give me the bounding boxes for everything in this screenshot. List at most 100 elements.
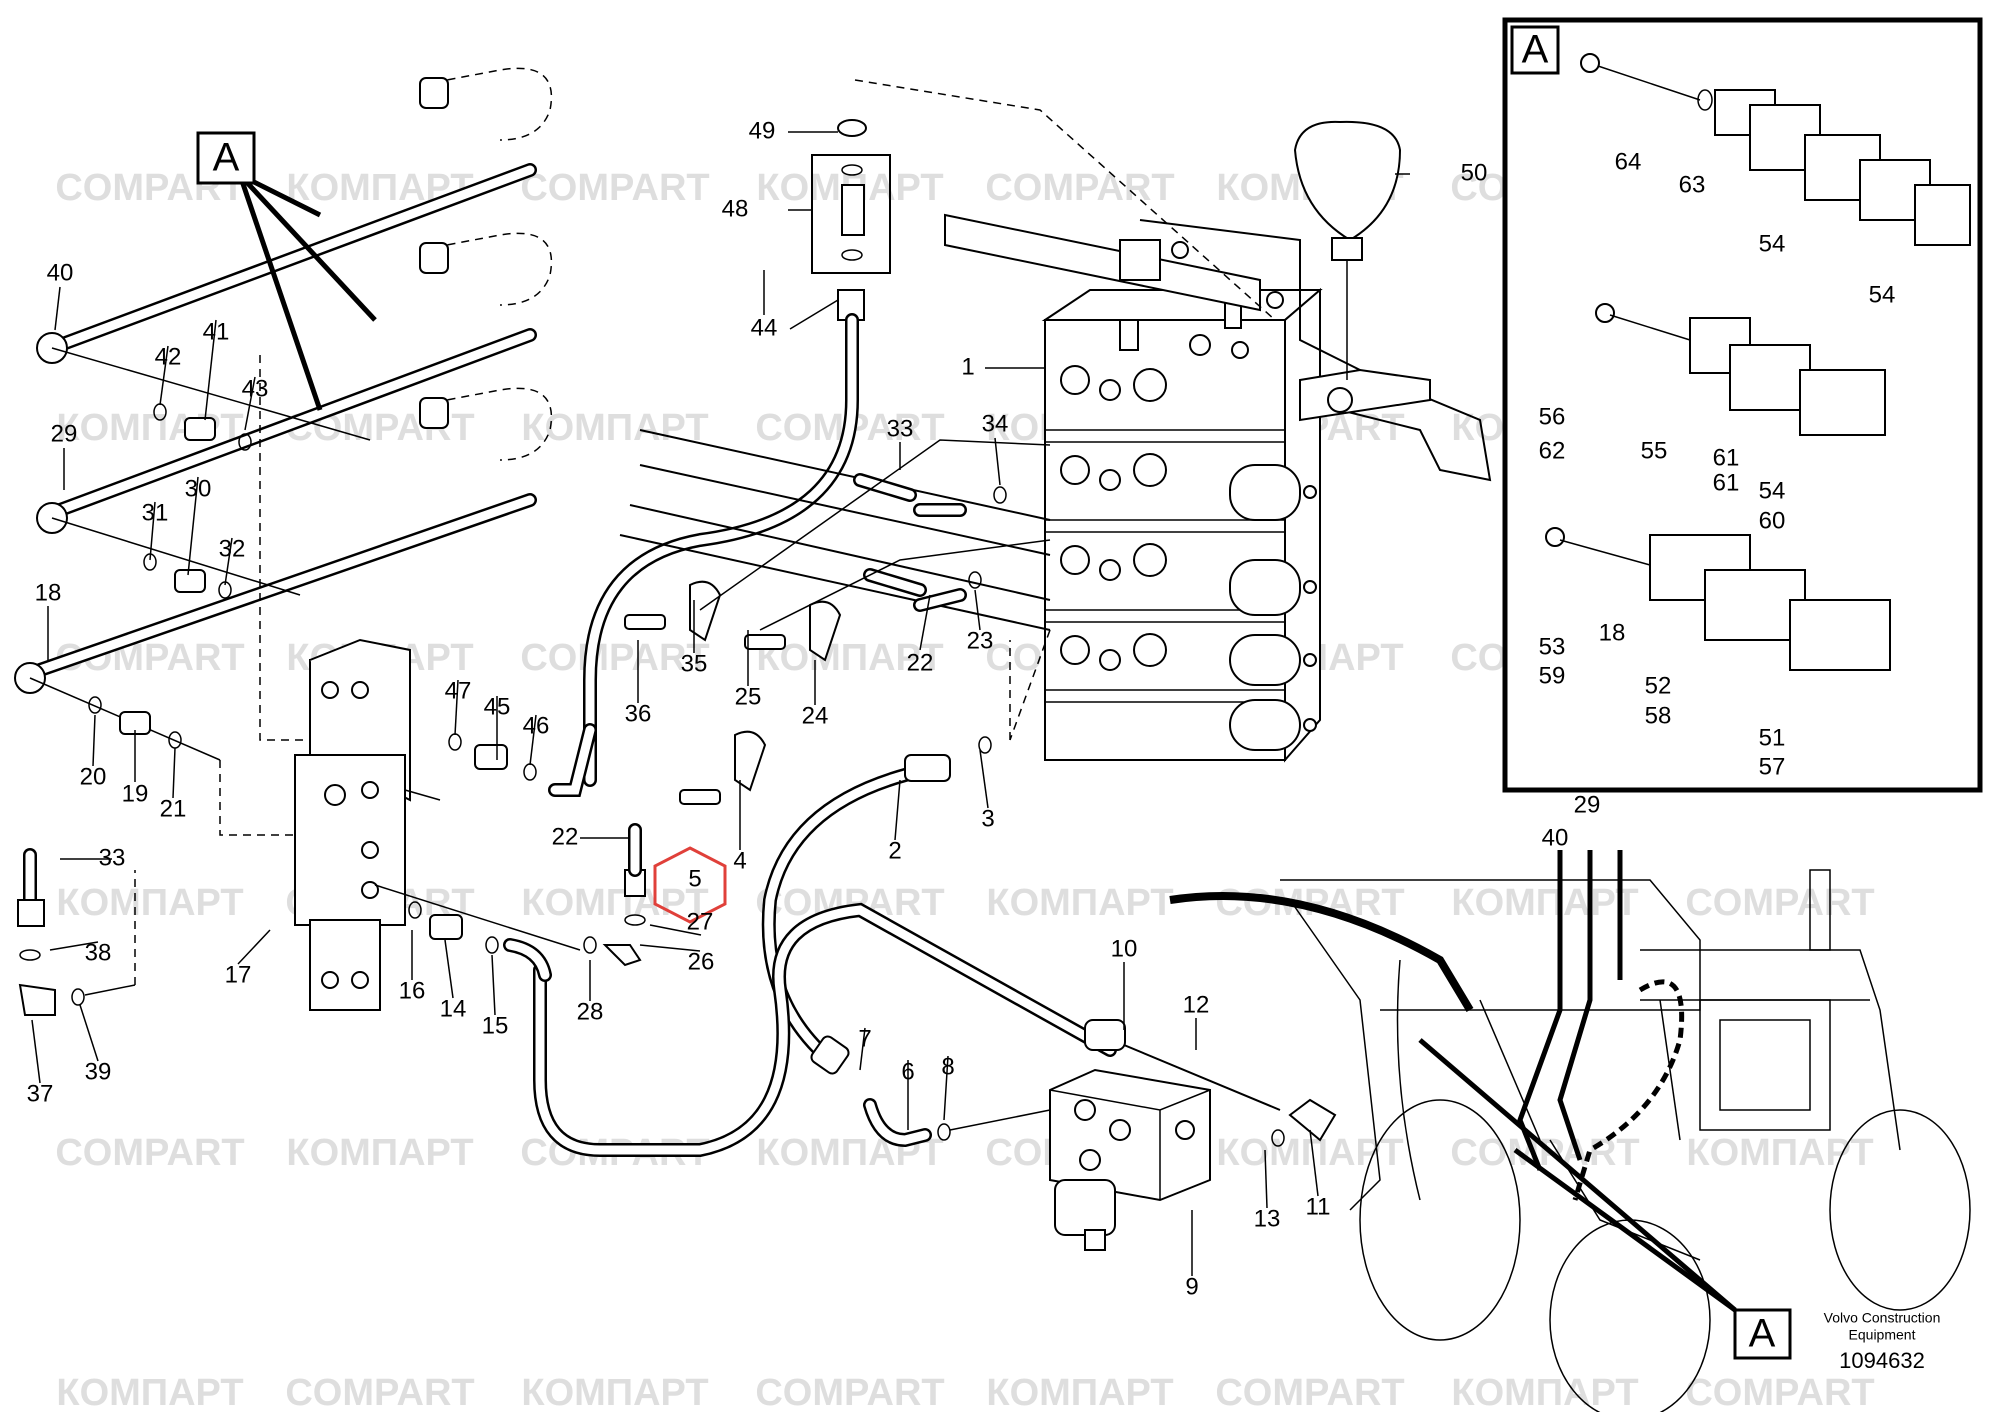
part-label-64: 64 [1615,148,1642,175]
part-label-34: 34 [982,410,1009,437]
leader-line [491,954,496,1016]
drawing-number: 1094632 [1839,1348,1925,1373]
watermark-text: КОМПАРТ [1216,1132,1403,1174]
part-label-4: 4 [733,847,746,874]
leader-line [979,749,989,809]
watermark-text: COMPART [1685,1372,1874,1412]
watermark-text: КОМПАРТ [521,1372,708,1412]
part-label-63: 63 [1679,171,1706,198]
part-label-54: 54 [1759,230,1786,257]
part-label-39: 39 [85,1058,112,1085]
watermark-text: COMPART [520,167,709,209]
watermark-text: COMPART [985,167,1174,209]
part-label-25: 25 [735,683,762,710]
watermark-text: COMPART [285,1372,474,1412]
watermark-text: COMPART [1215,1372,1404,1412]
inset-clamp-row-3 [1545,527,1891,671]
leader-line [49,941,99,951]
left-hoses[interactable] [14,67,553,694]
part-label-35: 35 [681,650,708,677]
part-label-15: 15 [482,1012,509,1039]
distribution-block-17[interactable] [294,638,581,1011]
leader-line [639,944,701,952]
part-label-9: 9 [1185,1273,1198,1300]
accumulator[interactable] [1293,120,1402,380]
hose-44[interactable] [548,313,859,797]
hose-10[interactable] [1084,1019,1281,1111]
hoses-22-33[interactable] [619,79,1276,754]
valve-block-9[interactable] [1049,1068,1211,1251]
part-label-22: 22 [552,823,579,850]
control-valve-block[interactable] [1041,287,1323,763]
part-label-52: 52 [1645,672,1672,699]
part-label-7: 7 [858,1025,871,1052]
part-label-36: 36 [625,700,652,727]
hose-15[interactable] [533,902,1117,1157]
part-label-62: 62 [1539,437,1566,464]
part-label-22: 22 [907,649,934,676]
inset-clamp-row-2 [1595,303,1886,436]
fittings-row-14[interactable] [408,823,646,982]
part-label-33: 33 [99,844,126,871]
part-label-40: 40 [1542,824,1569,851]
part-label-2: 2 [888,837,901,864]
leader-line [54,286,61,331]
part-label-12: 12 [1183,991,1210,1018]
part-label-60: 60 [1759,507,1786,534]
part-label-53: 53 [1539,633,1566,660]
part-label-5: 5 [688,865,701,892]
part-label-29: 29 [51,420,78,447]
watermark-text: КОМПАРТ [1451,1372,1638,1412]
part-label-11: 11 [1306,1193,1331,1220]
part-label-24: 24 [802,702,829,729]
hose-33-left[interactable] [17,848,136,1016]
wheel-loader-illustration [1169,850,1971,1412]
part-label-56: 56 [1539,403,1566,430]
leader-line [1264,1149,1268,1209]
watermark-text: КОМПАРТ [56,882,243,924]
publisher-line-1: Volvo Construction [1824,1310,1941,1326]
part-label-58: 58 [1645,702,1672,729]
watermark-text: КОМПАРТ [521,407,708,449]
leader-line [943,1055,949,1121]
clamps[interactable] [624,580,842,805]
elbow-fitting-6[interactable] [809,1034,1051,1148]
part-label-1: 1 [961,353,974,380]
watermark-text: COMPART [1685,882,1874,924]
fitting-stack[interactable] [811,119,891,321]
leader-line [529,714,537,766]
callout-letter-left: A [213,136,240,180]
solenoid-valves [1229,464,1317,751]
leader-lines [31,131,1410,1276]
callout-a-box-left [196,131,256,185]
callout-letter-inset: A [1522,28,1549,72]
watermark-text: КОМПАРТ [286,1132,473,1174]
leader-line [204,319,217,421]
part-label-54: 54 [1759,477,1786,504]
part-label-19: 19 [122,780,149,807]
part-label-3: 3 [981,805,994,832]
watermark-text: КОМПАРТ [986,882,1173,924]
watermark-text: КОМПАРТ [1686,1132,1873,1174]
part-label-10: 10 [1111,935,1138,962]
leader-line [1309,1129,1319,1197]
hose-2[interactable] [761,754,951,1067]
part-label-14: 14 [440,995,467,1022]
part-label-23: 23 [967,627,994,654]
leader-line [92,714,96,767]
part-label-44: 44 [751,314,778,341]
leader-line [919,594,931,651]
fittings-row-45[interactable] [448,733,537,781]
leader-line [859,1027,866,1071]
part-label-27: 27 [687,908,714,935]
watermark-text: COMPART [520,637,709,679]
publisher-line-2: Equipment [1849,1327,1916,1343]
part-label-61: 61 [1713,469,1740,496]
leader-line [974,589,981,631]
part-label-18: 18 [1599,619,1626,646]
part-label-13: 13 [1254,1205,1281,1232]
inset-clamp-row-1 [1580,53,1971,246]
leader-line [224,537,233,586]
leader-line [649,924,702,936]
